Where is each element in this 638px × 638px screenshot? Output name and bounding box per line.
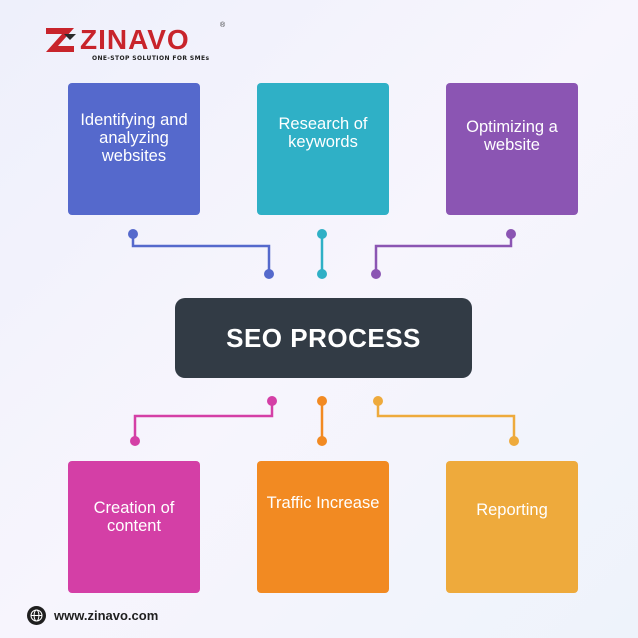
step-label: Traffic Increase xyxy=(266,494,380,512)
step-label: Reporting xyxy=(476,501,548,519)
step-label: Creation of content xyxy=(93,499,175,535)
connector-bottom-1 xyxy=(133,401,274,441)
step-box-reporting: Reporting xyxy=(446,461,578,593)
brand-logo: ZINAVO ® ONE-STOP SOLUTION FOR SMEs xyxy=(44,22,234,66)
seo-process-title: SEO PROCESS xyxy=(175,298,472,378)
step-label: Optimizing a website xyxy=(466,118,558,154)
step-box-identifying: Identifying and analyzing websites xyxy=(68,83,200,215)
zinavo-logo-mark-icon xyxy=(46,28,76,52)
connector-dot xyxy=(317,269,327,279)
step-box-optimizing: Optimizing a website xyxy=(446,83,578,215)
brand-name: ZINAVO xyxy=(80,24,190,55)
step-label: Identifying and analyzing websites xyxy=(80,111,188,165)
connector-dot xyxy=(130,436,140,446)
connector-top-3 xyxy=(374,234,513,274)
step-box-traffic: Traffic Increase xyxy=(257,461,389,593)
step-box-content: Creation of content xyxy=(68,461,200,593)
connector-dot xyxy=(509,436,519,446)
registered-mark: ® xyxy=(220,22,226,29)
step-box-keywords: Research of keywords xyxy=(257,83,389,215)
connector-dot xyxy=(317,396,327,406)
connector-dot xyxy=(128,229,138,239)
footer: www.zinavo.com xyxy=(27,605,158,625)
connector-dot xyxy=(371,269,381,279)
globe-icon xyxy=(27,605,46,625)
website-link[interactable]: www.zinavo.com xyxy=(54,607,159,623)
connector-dot xyxy=(506,229,516,239)
connector-dot xyxy=(317,229,327,239)
connector-dot xyxy=(373,396,383,406)
connector-bottom-3 xyxy=(376,401,516,441)
connector-dot xyxy=(264,269,274,279)
connector-dot xyxy=(317,436,327,446)
step-label: Research of keywords xyxy=(278,115,368,151)
connector-dot xyxy=(267,396,277,406)
brand-tagline: ONE-STOP SOLUTION FOR SMEs xyxy=(92,55,210,62)
connector-top-1 xyxy=(131,234,271,274)
